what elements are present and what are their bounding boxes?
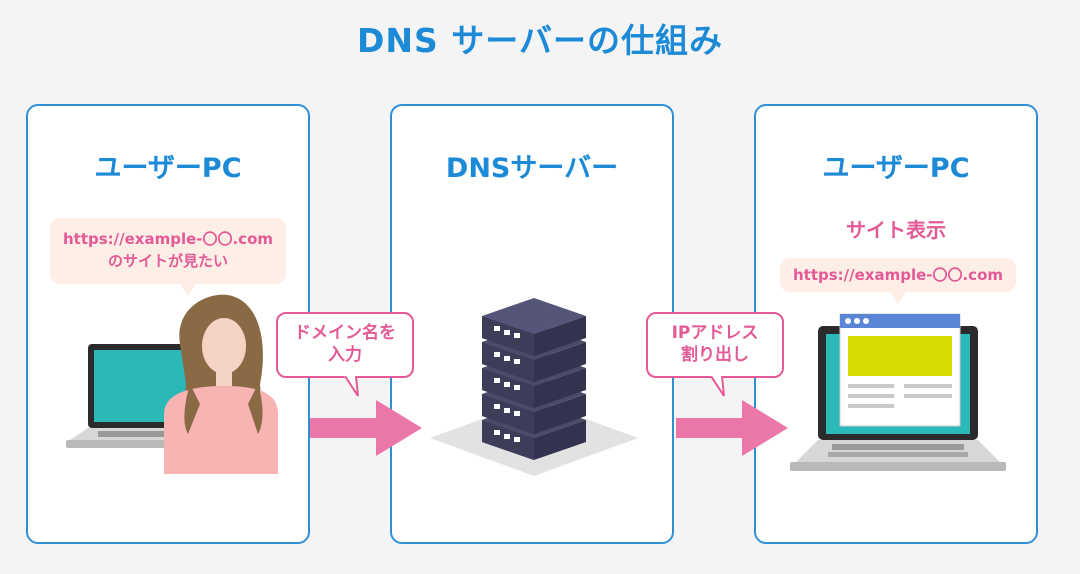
user-with-laptop-illustration	[66, 294, 278, 474]
callout-text: 割り出し	[681, 345, 749, 365]
dns-server-icon	[430, 298, 638, 476]
callout-tail	[710, 376, 725, 397]
callout-tail	[344, 376, 359, 397]
bubble-tail	[890, 292, 906, 304]
browser-window-icon	[839, 313, 961, 427]
ip-lookup-callout: IPアドレス 割り出し	[646, 312, 784, 397]
callout-text: IPアドレス	[671, 323, 759, 343]
site-display-label: サイト表示	[846, 218, 946, 242]
url-speech-bubble: https://example-〇〇.com	[780, 258, 1016, 304]
callout-text: ドメイン名を	[294, 323, 396, 343]
panel-user-pc-right: ユーザーPC サイト表示 https://example-〇〇.com	[754, 104, 1038, 544]
server-unit-1	[482, 298, 586, 356]
bubble-url: https://example-〇〇.com	[792, 266, 1004, 284]
panel-title: ユーザーPC	[822, 153, 970, 184]
flow-arrow-2	[676, 400, 788, 456]
panel-dns-server: DNSサーバー	[390, 104, 674, 544]
request-speech-bubble: https://example-〇〇.com のサイトが見たい	[50, 218, 286, 296]
callout-text: 入力	[328, 345, 362, 365]
diagram-title: DNS サーバーの仕組み	[357, 21, 723, 60]
panel-user-pc-left: ユーザーPC https://example-〇〇.com のサイトが見たい	[26, 104, 310, 544]
input-domain-callout: ドメイン名を 入力	[276, 312, 414, 397]
panel-title: ユーザーPC	[94, 153, 242, 184]
bubble-text: のサイトが見たい	[107, 252, 228, 270]
flow-arrow-1	[310, 400, 422, 456]
bubble-tail	[180, 284, 196, 296]
panel-title: DNSサーバー	[445, 153, 619, 184]
user-avatar-icon	[164, 294, 278, 474]
laptop-with-website-illustration	[790, 313, 1006, 471]
bubble-url: https://example-〇〇.com	[62, 230, 274, 248]
